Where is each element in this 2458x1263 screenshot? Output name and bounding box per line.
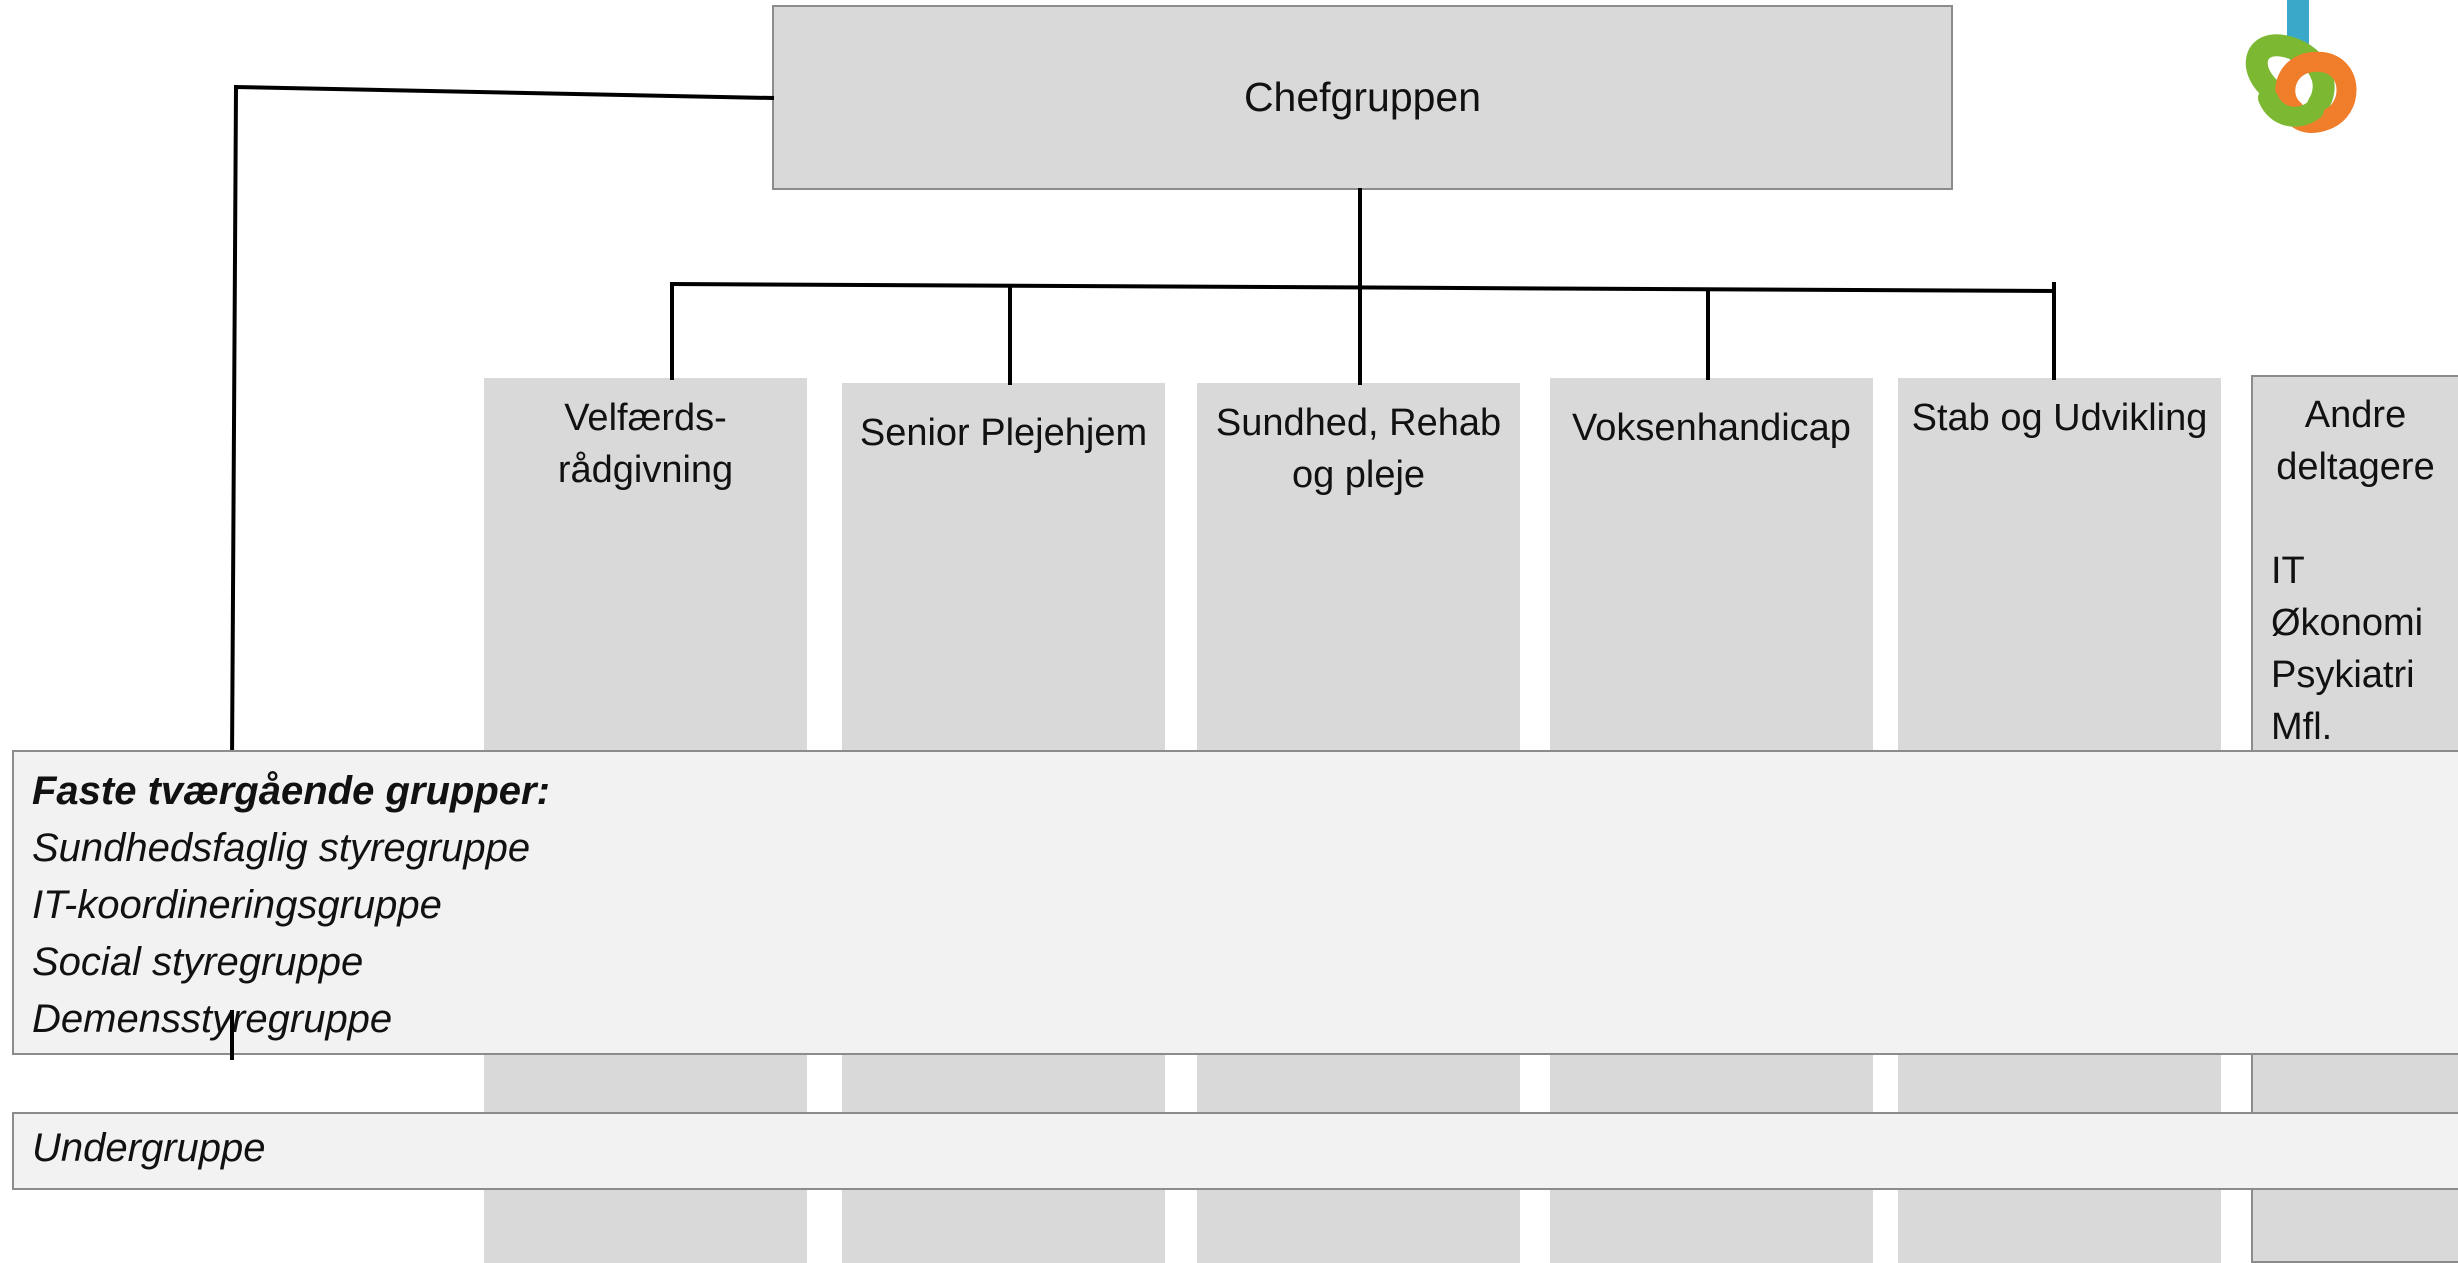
other-participants-title: Andre deltagere: [2276, 394, 2435, 488]
subgroup-band: Undergruppe: [12, 1112, 2458, 1190]
subgroup-label: Undergruppe: [32, 1126, 266, 1170]
interlocking-rings-logo-icon: [2245, 0, 2357, 133]
chefgruppen-box: Chefgruppen: [772, 5, 1953, 190]
dept-label: Stab og Udvikling: [1911, 397, 2208, 439]
list-item: IT-koordineringsgruppe: [32, 883, 442, 927]
dept-label: Sundhed, Rehab og pleje: [1215, 402, 1502, 496]
list-item: Demensstyregruppe: [32, 997, 393, 1041]
list-item: Social styregruppe: [32, 940, 364, 984]
list-item: Økonomi: [2271, 602, 2424, 644]
list-item: Sundhedsfaglig styregruppe: [32, 826, 531, 870]
other-participants-list: IT Økonomi Psykiatri Mfl.: [2253, 545, 2458, 753]
chefgruppen-label: Chefgruppen: [1243, 74, 1482, 120]
dept-label: Voksenhandicap: [1572, 407, 1851, 449]
list-item: Mfl.: [2271, 706, 2333, 748]
list-item: IT: [2271, 550, 2305, 592]
connector-horizontal: [669, 281, 2057, 294]
connector-left-bracket: [229, 84, 775, 765]
fixed-groups-band: Faste tværgående grupper: Sundhedsfaglig…: [12, 750, 2458, 1055]
dept-label: Velfærds- rådgivning: [557, 397, 734, 491]
fixed-groups-title: Faste tværgående grupper:: [32, 769, 550, 813]
list-item: Psykiatri: [2271, 654, 2415, 696]
dept-label: Senior Plejehjem: [859, 412, 1148, 454]
